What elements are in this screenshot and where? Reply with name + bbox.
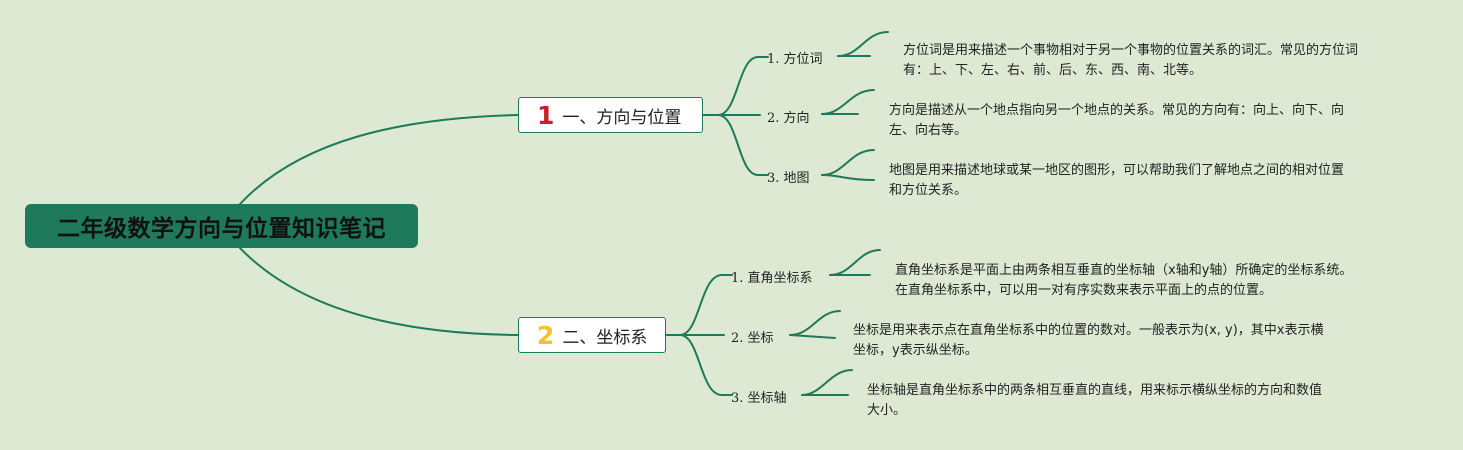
connector-sub1-desc	[837, 31, 889, 57]
connector-sub3-desc-b	[821, 174, 875, 181]
subtopic-coordinates[interactable]: 2. 坐标	[731, 331, 774, 346]
description-line: 有：上、下、左、右、前、后、东、西、南、北等。	[903, 63, 1203, 78]
branch-node-direction-position[interactable]: 1 一、方向与位置	[518, 97, 703, 133]
subtopic-coordinate-axes[interactable]: 3. 坐标轴	[731, 391, 787, 406]
description-line: 坐标是用来表示点在直角坐标系中的位置的数对。一般表示为(x, y)，其中x表示横	[853, 323, 1324, 338]
description-line: 直角坐标系是平面上由两条相互垂直的坐标轴（x轴和y轴）所确定的坐标系统。	[895, 263, 1353, 278]
subtopic-cartesian-system[interactable]: 1. 直角坐标系	[731, 271, 813, 286]
description-direction-words: 方位词是用来描述一个事物相对于另一个事物的位置关系的词汇。常见的方位词 有：上、…	[903, 41, 1358, 81]
description-line: 大小。	[867, 403, 907, 418]
branch-title: 二、坐标系	[562, 327, 648, 348]
description-coordinate-axes: 坐标轴是直角坐标系中的两条相互垂直的直线，用来标示横纵坐标的方向和数值 大小。	[867, 381, 1322, 421]
connector-sub5-desc	[789, 310, 841, 336]
description-line: 方位词是用来描述一个事物相对于另一个事物的位置关系的词汇。常见的方位词	[903, 43, 1359, 58]
description-line: 左、向右等。	[889, 123, 968, 138]
description-direction: 方向是描述从一个地点指向另一个地点的关系。常见的方向有：向上、向下、向 左、向右…	[889, 101, 1344, 141]
connector-sub6-desc	[801, 369, 853, 396]
description-line: 坐标，y表示纵坐标。	[853, 343, 978, 358]
connector-sub2-desc	[821, 89, 875, 115]
description-coordinates: 坐标是用来表示点在直角坐标系中的位置的数对。一般表示为(x, y)，其中x表示横…	[853, 321, 1324, 361]
connector-branch2-sub1	[665, 274, 733, 336]
connector-branch1-sub3	[702, 114, 769, 176]
description-line: 地图是用来描述地球或某一地区的图形，可以帮助我们了解地点之间的相对位置	[889, 163, 1345, 178]
description-cartesian-system: 直角坐标系是平面上由两条相互垂直的坐标轴（x轴和y轴）所确定的坐标系统。 在直角…	[895, 261, 1352, 301]
subtopic-map[interactable]: 3. 地图	[767, 171, 810, 186]
subtopic-direction-words[interactable]: 1. 方位词	[767, 52, 823, 67]
root-title: 二年级数学方向与位置知识笔记	[57, 216, 386, 242]
connector-sub3-desc	[821, 149, 875, 176]
branch-title: 一、方向与位置	[562, 107, 682, 128]
description-map: 地图是用来描述地球或某一地区的图形，可以帮助我们了解地点之间的相对位置 和方位关…	[889, 161, 1344, 201]
connector-root-branch2	[239, 247, 519, 336]
connector-branch2-sub3	[665, 334, 733, 396]
branch-node-coordinate-system[interactable]: 2 二、坐标系	[518, 317, 666, 353]
root-node[interactable]: 二年级数学方向与位置知识笔记	[25, 204, 418, 248]
connector-sub5-desc-b	[789, 334, 836, 339]
number-two-icon: 2	[537, 320, 555, 350]
description-line: 在直角坐标系中，可以用一对有序实数来表示平面上的点的位置。	[895, 283, 1273, 298]
connector-root-branch1	[239, 114, 519, 205]
description-line: 坐标轴是直角坐标系中的两条相互垂直的直线，用来标示横纵坐标的方向和数值	[867, 383, 1323, 398]
connector-branch1-sub1	[702, 56, 769, 116]
number-one-icon: 1	[537, 100, 555, 130]
connector-sub4-desc	[829, 249, 881, 276]
description-line: 和方位关系。	[889, 183, 968, 198]
subtopic-direction[interactable]: 2. 方向	[767, 111, 810, 126]
description-line: 方向是描述从一个地点指向另一个地点的关系。常见的方向有：向上、向下、向	[889, 103, 1345, 118]
